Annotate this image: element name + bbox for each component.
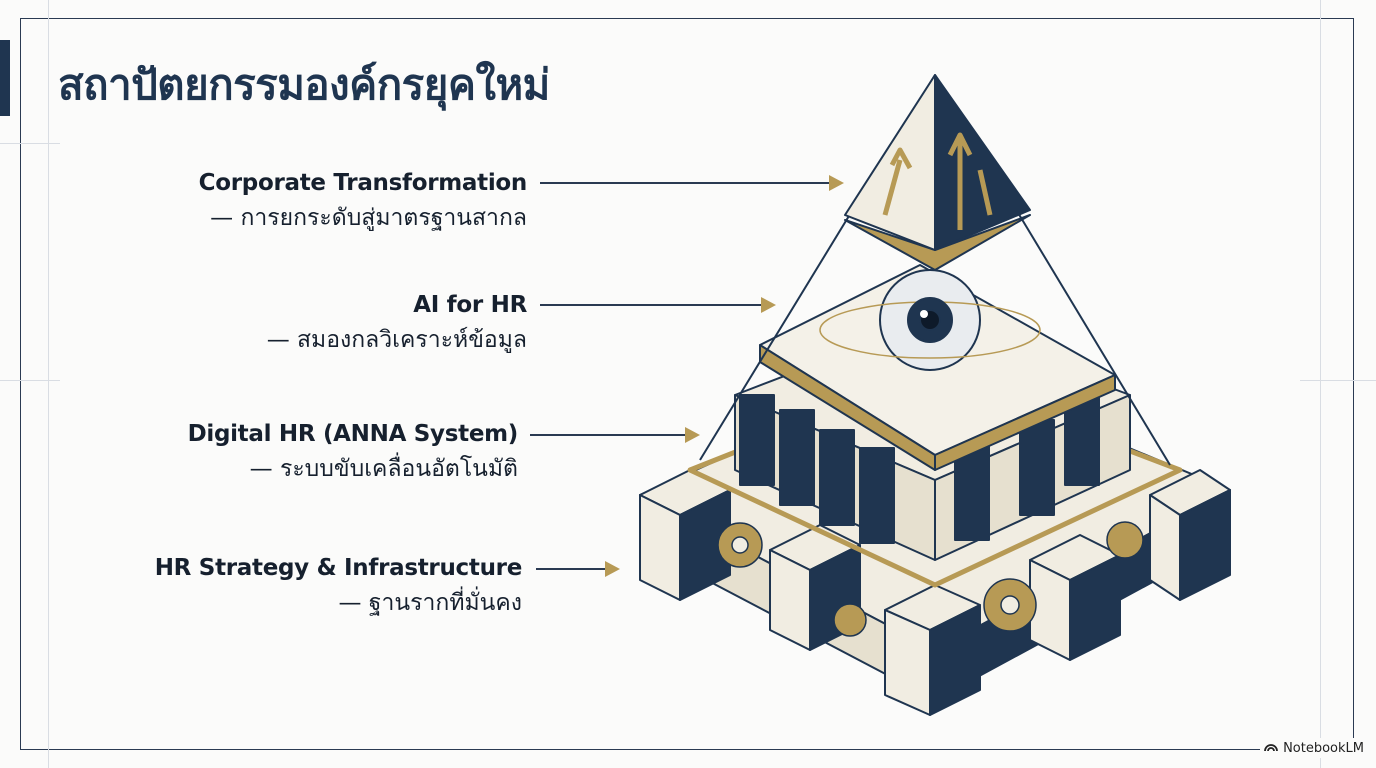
guide-line bbox=[0, 143, 60, 144]
arrow-icon bbox=[540, 297, 776, 313]
notebooklm-logo-icon bbox=[1264, 740, 1278, 756]
gear-icon bbox=[717, 521, 1144, 637]
layer-label-digital-hr: Digital HR (ANNA System) — ระบบขับเคลื่อ… bbox=[187, 417, 519, 487]
growth-arrows-icon bbox=[882, 132, 993, 230]
layer-name: HR Strategy & Infrastructure bbox=[154, 555, 523, 581]
pyramid-illustration bbox=[639, 74, 1231, 716]
arrow-icon bbox=[540, 175, 844, 191]
layer-description: — การยกระดับสู่มาตรฐานสากล bbox=[210, 205, 527, 231]
title-accent-bar bbox=[0, 40, 10, 116]
layer-description: — ฐานรากที่มั่นคง bbox=[338, 590, 523, 616]
layer-label-ai-for-hr: AI for HR — สมองกลวิเคราะห์ข้อมูล bbox=[266, 288, 528, 358]
guide-line bbox=[1320, 0, 1321, 768]
foundation-blocks bbox=[639, 469, 1231, 716]
layer-name: AI for HR bbox=[413, 292, 527, 318]
slide-frame bbox=[20, 18, 1354, 750]
notebooklm-watermark: NotebookLM bbox=[1260, 738, 1368, 758]
arrow-icon bbox=[536, 561, 620, 577]
ai-eye-icon bbox=[819, 269, 1041, 371]
guide-line bbox=[1300, 380, 1376, 381]
layer-label-corporate-transformation: Corporate Transformation — การยกระดับสู่… bbox=[198, 166, 528, 236]
guide-line bbox=[48, 0, 49, 768]
layer-label-hr-strategy: HR Strategy & Infrastructure — ฐานรากที่… bbox=[154, 551, 523, 621]
page-title: สถาปัตยกรรมองค์กรยุคใหม่ bbox=[58, 60, 550, 109]
layer-name: Corporate Transformation bbox=[198, 170, 528, 196]
guide-line bbox=[0, 380, 60, 381]
layer-name: Digital HR (ANNA System) bbox=[187, 421, 519, 447]
watermark-text: NotebookLM bbox=[1283, 740, 1364, 756]
layer-description: — สมองกลวิเคราะห์ข้อมูล bbox=[266, 327, 527, 353]
server-rack-icons bbox=[739, 389, 1100, 544]
layer-description: — ระบบขับเคลื่อนอัตโนมัติ bbox=[249, 456, 518, 482]
arrow-icon bbox=[530, 427, 700, 443]
